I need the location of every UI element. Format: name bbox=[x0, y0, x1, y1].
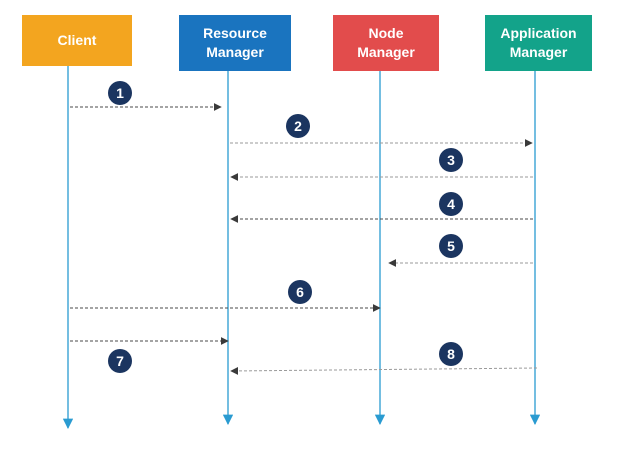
actor-node-manager: Node Manager bbox=[333, 15, 439, 71]
step-number-7: 7 bbox=[116, 353, 124, 369]
step-number-3: 3 bbox=[447, 152, 455, 168]
step-badge-3: 3 bbox=[439, 148, 463, 172]
actor-application-manager-line1: Application bbox=[500, 25, 577, 41]
actor-application-manager: Application Manager bbox=[485, 15, 592, 71]
actor-client-label: Client bbox=[57, 32, 97, 48]
actor-node-manager-line1: Node bbox=[368, 25, 404, 41]
step-number-6: 6 bbox=[296, 284, 304, 300]
step-badge-6: 6 bbox=[288, 280, 312, 304]
step-number-8: 8 bbox=[447, 346, 455, 362]
step-badge-5: 5 bbox=[439, 234, 463, 258]
step-badge-2: 2 bbox=[286, 114, 310, 138]
step-number-4: 4 bbox=[447, 196, 455, 212]
actor-client: Client bbox=[22, 15, 132, 66]
message-arrow-8 bbox=[230, 366, 538, 375]
step-number-1: 1 bbox=[116, 85, 124, 101]
actor-node-manager-line2: Manager bbox=[357, 44, 415, 60]
actor-resource-manager-line2: Manager bbox=[206, 44, 264, 60]
step-badge-1: 1 bbox=[108, 81, 132, 105]
step-number-2: 2 bbox=[294, 118, 302, 134]
actor-resource-manager-line1: Resource bbox=[203, 25, 267, 41]
step-badge-8: 8 bbox=[439, 342, 463, 366]
step-badge-4: 4 bbox=[439, 192, 463, 216]
step-badge-7: 7 bbox=[108, 349, 132, 373]
actor-application-manager-line2: Manager bbox=[509, 44, 568, 60]
step-number-5: 5 bbox=[447, 238, 455, 254]
actor-resource-manager: Resource Manager bbox=[179, 15, 291, 71]
